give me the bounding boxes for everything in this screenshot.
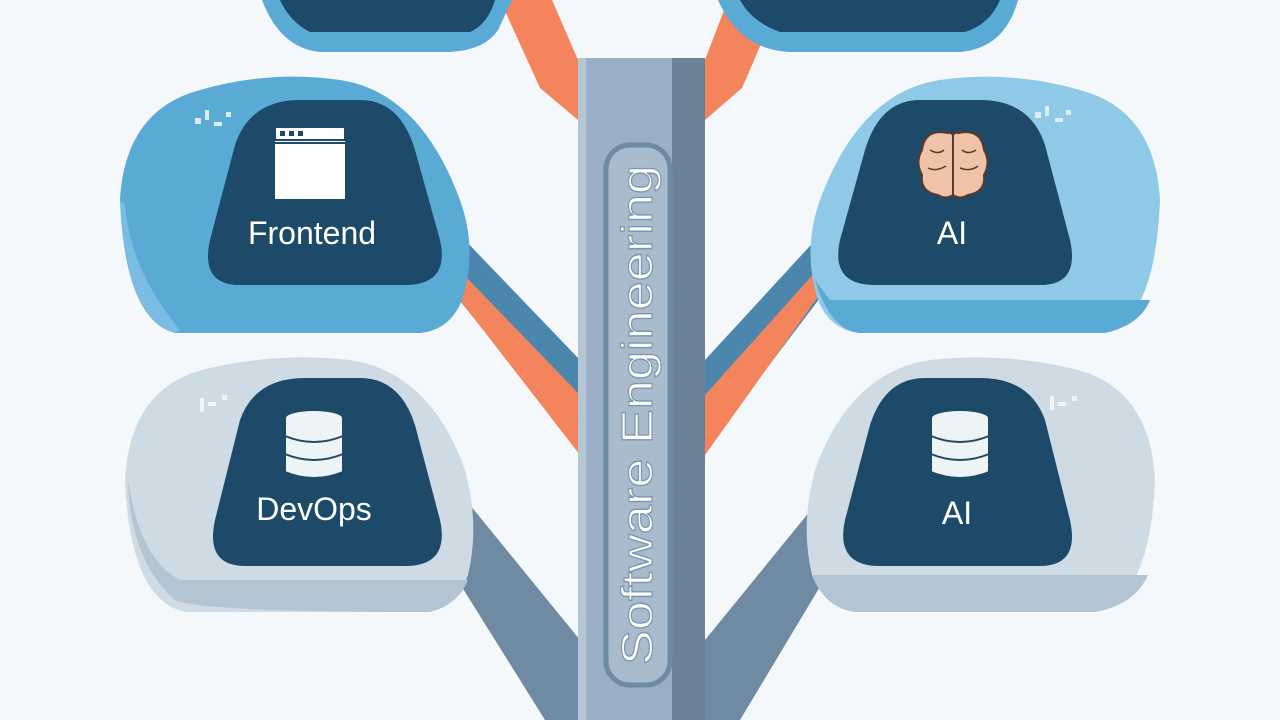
branch-mid-left	[425, 250, 580, 455]
sparkle-icon	[200, 395, 227, 412]
node-frontend-label: Frontend	[248, 215, 376, 251]
node-frontend[interactable]: Frontend	[120, 76, 470, 334]
sparkle-icon	[1050, 396, 1077, 410]
node-devops[interactable]: DevOps	[125, 357, 474, 612]
node-ai-database-label: AI	[942, 495, 972, 531]
branch-top-left	[500, 0, 578, 120]
browser-window-icon	[274, 126, 346, 199]
trunk-label: Software Engineering	[613, 165, 662, 665]
brain-icon	[917, 131, 989, 199]
sparkle-icon	[1035, 106, 1071, 122]
node-top-left-partial	[262, 0, 512, 52]
database-icon	[284, 409, 344, 479]
node-ai-brain-label: AI	[937, 215, 967, 251]
branch-mid-right	[705, 250, 848, 455]
node-ai-brain[interactable]: AI	[810, 76, 1160, 334]
trunk: Software Engineering	[578, 58, 705, 720]
sparkle-icon	[195, 110, 231, 126]
trunk-label-plate	[603, 142, 673, 688]
node-ai-database[interactable]: AI	[806, 357, 1155, 612]
node-top-right-partial	[718, 0, 1018, 52]
node-devops-label: DevOps	[256, 491, 372, 527]
database-icon	[930, 409, 990, 479]
